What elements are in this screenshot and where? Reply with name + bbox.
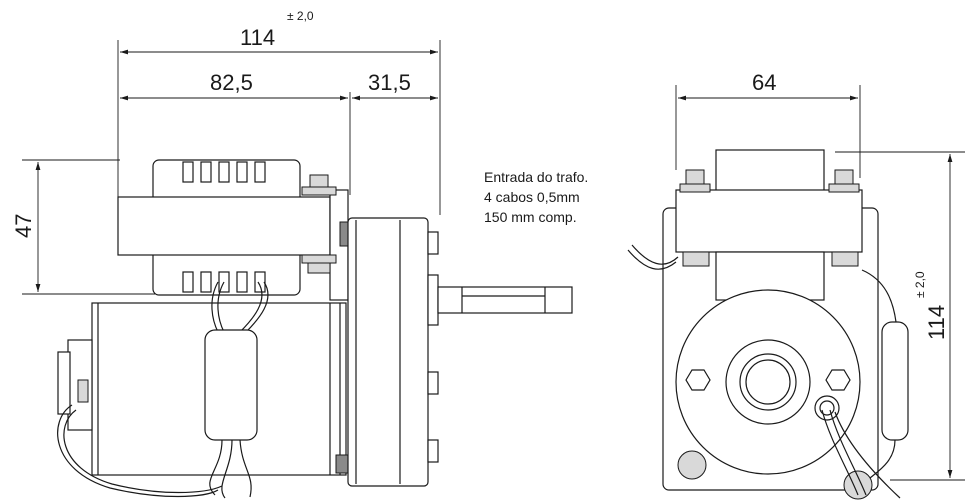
note-line-1: Entrada do trafo. <box>484 169 588 185</box>
gearbox <box>347 217 573 487</box>
output-shaft <box>437 286 573 314</box>
side-bolt-left <box>679 169 711 267</box>
side-view: 64 114 ± 2,0 <box>627 70 965 500</box>
side-hex-nut-left <box>685 369 711 391</box>
transformer-input-note: Entrada do trafo. 4 cabos 0,5mm 150 mm c… <box>484 169 588 225</box>
transformer-clamp-band <box>117 196 331 256</box>
width-label: 64 <box>752 70 776 95</box>
bolt-top <box>301 174 337 196</box>
side-capacitor <box>881 321 909 441</box>
side-hex-nut-right <box>825 369 851 391</box>
side-height-tolerance: ± 2,0 <box>913 271 927 298</box>
gearbox-length-label: 31,5 <box>368 70 411 95</box>
side-transformer <box>675 149 863 301</box>
capacitor <box>204 329 258 441</box>
side-wires <box>627 244 909 499</box>
side-bolt-right <box>828 169 860 267</box>
side-base-screw-left <box>677 450 707 480</box>
side-motor-face <box>675 289 873 500</box>
transformer-lamination-slots-top <box>182 161 266 183</box>
wire-grommet <box>814 395 840 421</box>
bolt-bottom <box>301 254 337 274</box>
front-view: 114 ± 2,0 82,5 31,5 47 <box>11 9 573 499</box>
overall-length-tolerance: ± 2,0 <box>287 9 314 23</box>
transformer <box>117 159 351 301</box>
note-line-2: 4 cabos 0,5mm <box>484 189 580 205</box>
capacitor-with-wires <box>57 281 269 499</box>
motor-end-screw <box>77 379 89 403</box>
note-line-3: 150 mm comp. <box>484 209 577 225</box>
overall-length-label: 114 <box>240 25 275 50</box>
front-extension-lines <box>22 40 441 295</box>
height-label: 47 <box>11 214 36 238</box>
motor-length-label: 82,5 <box>210 70 253 95</box>
side-height-label: 114 <box>924 305 949 340</box>
